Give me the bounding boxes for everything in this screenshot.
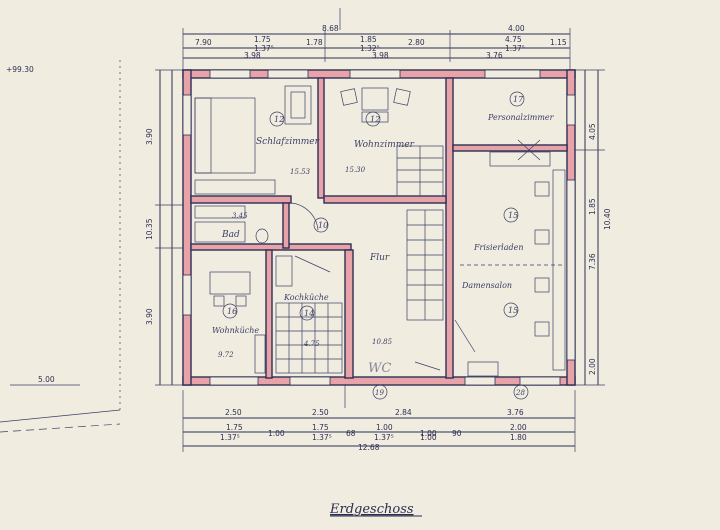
bottom-overall-dim: 12.68 <box>358 443 380 452</box>
right-dim-3: 7.36 <box>588 253 597 270</box>
kitchen-living-furniture <box>209 271 266 374</box>
room-number-circles <box>222 91 525 321</box>
left-site-dim: 5.00 <box>38 375 55 384</box>
drawing-title: Erdgeschoss <box>329 502 414 517</box>
site-boundary-dashed <box>0 423 121 433</box>
bottom-dim-row2-9: 1.80 <box>510 433 527 442</box>
top-dim-row2-2: 3.98 <box>372 51 389 60</box>
bottom-dim-3: 2.84 <box>395 408 412 417</box>
top-dim-row2-1: 3.98 <box>244 51 261 60</box>
left-dim-2: 10.35 <box>145 218 154 240</box>
stair <box>396 145 444 321</box>
grid-markers: 19 28 <box>344 384 529 408</box>
top-dimension-chain: 8.68 4.00 7.90 1.75 1.78 1.85 2.80 4.75 … <box>182 8 571 72</box>
bottom-dim-row2-2: 1.00 <box>268 429 285 438</box>
room-name-flur: Flur <box>369 253 390 263</box>
room-area-schlafzimmer: 15.53 <box>290 168 311 176</box>
bottom-dim-row2-7: 2.00 <box>510 423 527 432</box>
ground-level-label: +99.30 <box>6 65 34 74</box>
right-dim-1: 4.05 <box>588 123 597 140</box>
room-area-wohnkueche: 9.72 <box>218 351 234 359</box>
bottom-dim-row2-5: 1.00 <box>376 423 393 432</box>
bottom-dim-2: 2.50 <box>312 408 329 417</box>
bottom-sub-dim-3: 1.37⁵ <box>374 433 394 442</box>
room-area-wohnzimmer: 15.30 <box>345 166 366 174</box>
bottom-dim-row2-1: 1.75 <box>226 423 243 432</box>
bottom-dim-row2-4: 68 <box>346 429 356 438</box>
top-dim-row2-3: 3.76 <box>486 51 503 60</box>
top-overall-right-dim: 4.00 <box>508 24 525 33</box>
bottom-sub-dim-2: 1.37⁵ <box>312 433 332 442</box>
room-number-personalzimmer: 17 <box>513 95 524 104</box>
bottom-dim-4: 3.76 <box>507 408 524 417</box>
room-labels: Schlafzimmer 12 15.53 Wohnzimmer 12 15.3… <box>212 95 555 376</box>
bottom-dim-row2-8: 1.00 <box>420 429 437 438</box>
top-dim-2: 1.75 <box>254 35 271 44</box>
marker-28: 28 <box>515 389 525 397</box>
room-number-vorraum: 10 <box>318 221 328 230</box>
door-swings <box>290 202 476 371</box>
top-dim-3: 1.78 <box>306 38 323 47</box>
room-area-kochkueche: 4.75 <box>303 340 320 348</box>
top-dim-5: 2.80 <box>408 38 425 47</box>
bottom-sub-dim-1: 1.37⁵ <box>220 433 240 442</box>
room-number-schlafzimmer: 12 <box>274 115 284 124</box>
room-name-wohnkueche: Wohnküche <box>212 326 259 335</box>
bottom-dim-1: 2.50 <box>225 408 242 417</box>
bedroom-furniture <box>194 85 312 195</box>
right-dim-2: 1.85 <box>588 198 597 215</box>
top-overall-dim: 8.68 <box>322 24 339 33</box>
room-number-kochkueche: 14 <box>304 309 314 318</box>
top-dim-4: 1.85 <box>360 35 377 44</box>
room-number-wohnzimmer: 12 <box>370 115 380 124</box>
left-dim-3: 3.90 <box>145 308 154 325</box>
room-area-bad: 3.45 <box>232 212 248 220</box>
right-dim-4: 10.40 <box>603 208 612 230</box>
bottom-dim-row2-3: 1.75 <box>312 423 329 432</box>
top-dim-6: 4.75 <box>505 35 522 44</box>
marker-19: 19 <box>375 389 384 397</box>
left-dim-1: 3.90 <box>145 128 154 145</box>
room-number-damensalon: 15 <box>508 306 518 315</box>
bottom-dim-row2-6: 90 <box>452 429 462 438</box>
windows <box>182 69 576 386</box>
top-sub-dim-1: 1.37⁵ <box>254 44 274 53</box>
bottom-sub-dim-4: 1.00 <box>420 433 437 442</box>
kitchen-grid <box>275 255 343 374</box>
top-dim-7: 1.15 <box>550 38 567 47</box>
site-boundary-line <box>0 409 121 423</box>
left-dimension-chain: 3.90 10.35 3.90 <box>145 69 185 386</box>
top-dim-1: 7.90 <box>195 38 212 47</box>
room-name-wc: WC <box>368 361 391 376</box>
top-sub-dim-3: 1.37⁵ <box>505 44 525 53</box>
room-name-wohnzimmer: Wohnzimmer <box>354 140 415 150</box>
right-dimension-chain: 4.05 1.85 7.36 10.40 2.00 <box>570 69 612 386</box>
room-name-bad: Bad <box>221 230 240 240</box>
room-number-frisierladen: 15 <box>508 211 518 220</box>
room-name-personalzimmer: Personalzimmer <box>487 113 555 122</box>
right-dim-5: 2.00 <box>588 358 597 375</box>
room-name-frisierladen: Frisierladen <box>473 243 524 252</box>
interior-walls <box>190 77 568 379</box>
room-name-schlafzimmer: Schlafzimmer <box>256 137 320 147</box>
living-room-furniture <box>340 87 411 123</box>
bath-fixtures <box>194 205 269 244</box>
room-name-kochkueche: Kochküche <box>283 293 329 302</box>
room-number-wohnkueche: 16 <box>227 307 237 316</box>
room-name-damensalon: Damensalon <box>461 281 512 290</box>
room-area-flur: 10.85 <box>372 338 393 346</box>
salon-fixtures <box>460 139 566 377</box>
bottom-dimension-chain: 2.50 2.50 2.84 3.76 1.75 1.00 1.75 68 1.… <box>182 390 576 452</box>
top-sub-dim-2: 1.32⁵ <box>360 44 380 53</box>
